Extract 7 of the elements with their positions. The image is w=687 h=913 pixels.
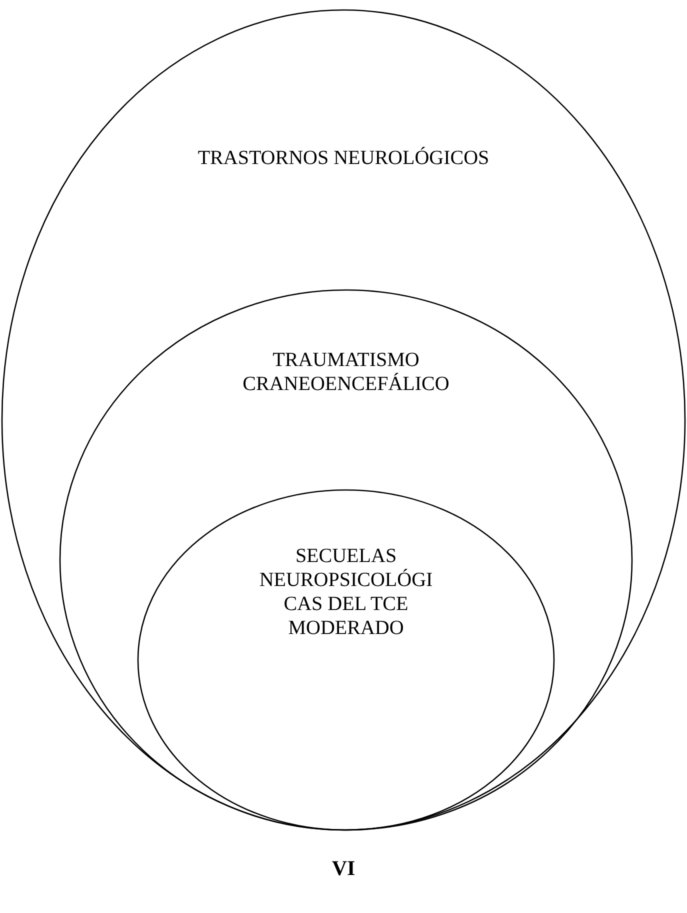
category-ellipse (2, 10, 685, 830)
category-ellipse (138, 490, 554, 830)
figure-label: VI (332, 856, 356, 881)
category-label: TRAUMATISMO CRANEOENCEFÁLICO (242, 348, 450, 396)
category-label: SECUELAS NEUROPSICOLÓGI CAS DEL TCE MODERADO (258, 544, 434, 640)
category-label: TRASTORNOS NEUROLÓGICOS (196, 146, 490, 170)
category-ellipse (60, 290, 632, 830)
